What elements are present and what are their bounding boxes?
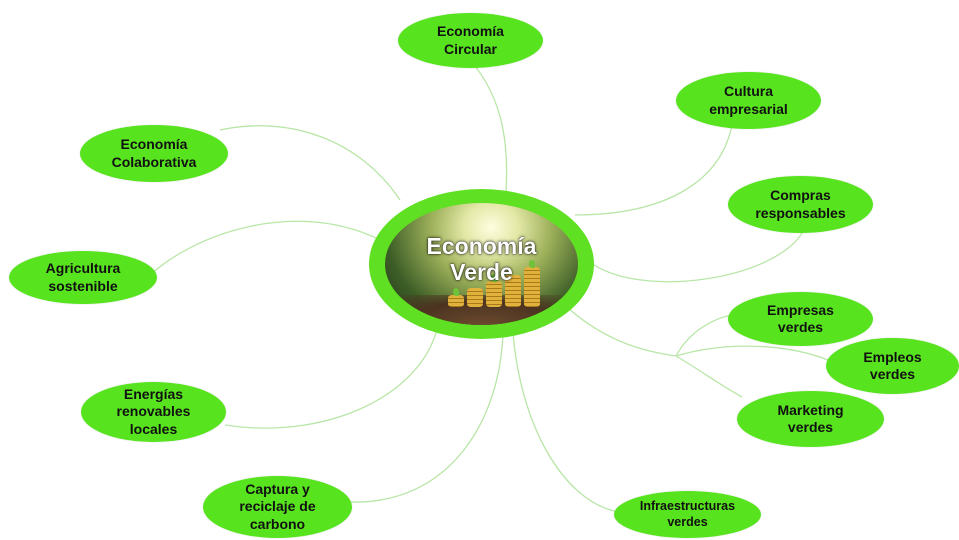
link-empresas-verdes: [675, 314, 733, 357]
coin-stack: [448, 295, 464, 307]
link-economia-colaborativa: [219, 125, 401, 201]
node-empleos-verdes[interactable]: Empleos verdes: [826, 338, 959, 394]
coin-stack: [467, 288, 483, 307]
link-energias-renovables: [224, 325, 439, 429]
sprout-icon: [491, 274, 497, 282]
coin-stack: [486, 281, 502, 307]
link-secondary-hub: [567, 307, 677, 357]
link-compras-responsables: [589, 227, 806, 283]
link-infraestructuras-verdes: [512, 332, 619, 513]
node-economia-colaborativa[interactable]: Economía Colaborativa: [80, 125, 228, 182]
node-cultura-empresarial[interactable]: Cultura empresarial: [676, 72, 821, 129]
link-captura-carbono: [349, 332, 504, 503]
node-infraestructuras-verdes[interactable]: Infraestructuras verdes: [614, 491, 761, 538]
link-cultura-empresarial: [574, 124, 733, 216]
node-agricultura-sostenible[interactable]: Agricultura sostenible: [9, 251, 157, 304]
link-marketing-verdes: [675, 355, 743, 398]
node-empresas-verdes[interactable]: Empresas verdes: [728, 292, 873, 346]
central-node[interactable]: Economía Verde: [369, 189, 594, 339]
central-node-image: Economía Verde: [385, 203, 578, 325]
node-marketing-verdes[interactable]: Marketing verdes: [737, 391, 884, 447]
coin-stack: [524, 267, 540, 307]
node-compras-responsables[interactable]: Compras responsables: [728, 176, 873, 233]
sprout-icon: [453, 288, 459, 296]
central-title: Economía Verde: [426, 233, 537, 286]
link-agricultura-sostenible: [149, 220, 381, 276]
link-empleos-verdes: [675, 345, 829, 361]
node-energias-renovables[interactable]: Energías renovables locales: [81, 382, 226, 442]
sprout-icon: [529, 260, 535, 268]
coin-stack: [505, 275, 521, 307]
link-economia-circular: [469, 59, 508, 206]
node-captura-carbono[interactable]: Captura y reciclaje de carbono: [203, 476, 352, 538]
node-economia-circular[interactable]: Economía Circular: [398, 13, 543, 68]
